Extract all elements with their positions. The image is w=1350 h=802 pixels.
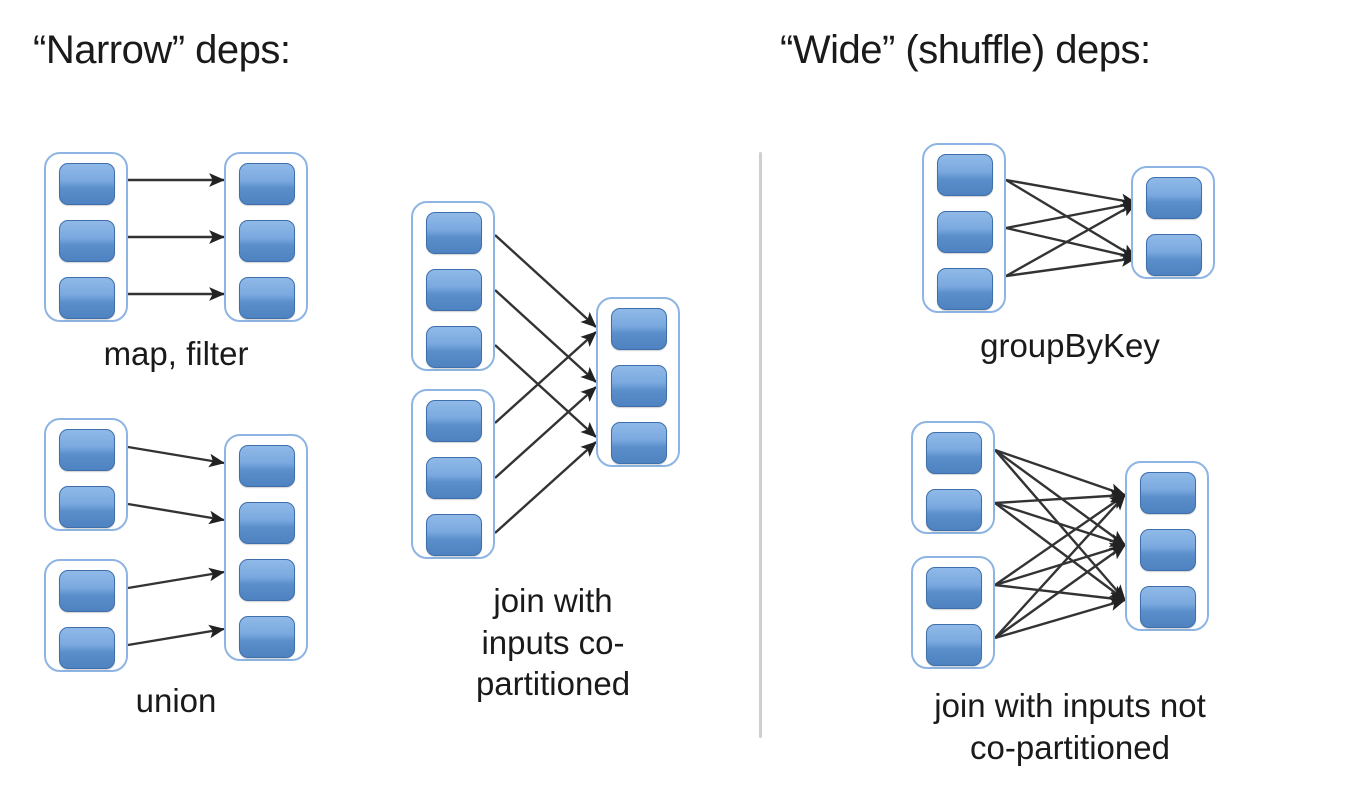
partition-block [239, 559, 295, 601]
partition-block [611, 308, 667, 350]
caption-map-filter: map, filter [103, 335, 249, 372]
partition-block [59, 627, 115, 669]
edges-join-not-co-partitioned [994, 448, 1126, 640]
partition-block [426, 326, 482, 368]
partition-block [1140, 529, 1196, 571]
partition-block [426, 514, 482, 556]
partition-block [1146, 234, 1202, 276]
partition-block [239, 163, 295, 205]
partition-container-target [224, 434, 308, 661]
partition-block [239, 502, 295, 544]
partition-block [611, 422, 667, 464]
edges-join-co-partitioned [494, 234, 597, 534]
caption-group-by-key: groupByKey [980, 327, 1160, 364]
partition-block [937, 268, 993, 310]
partition-block [926, 567, 982, 609]
partition-block [611, 365, 667, 407]
partition-block [59, 277, 115, 319]
heading-narrow-deps: “Narrow” deps: [33, 28, 291, 72]
partition-block [239, 220, 295, 262]
partition-block [937, 154, 993, 196]
partition-container-target [224, 152, 308, 322]
partition-block [1146, 177, 1202, 219]
partition-block [426, 212, 482, 254]
partition-container-source [44, 152, 128, 322]
partition-block [1140, 472, 1196, 514]
partition-container-source-b [44, 559, 128, 672]
partition-block [426, 400, 482, 442]
partition-block [59, 486, 115, 528]
caption-join-not-co-partitioned: join with inputs not co-partitioned [934, 687, 1206, 766]
caption-union: union [135, 682, 217, 719]
partition-block [1140, 586, 1196, 628]
partition-block [926, 624, 982, 666]
partition-container-source-a [411, 201, 495, 371]
section-divider [759, 152, 762, 738]
partition-block [426, 457, 482, 499]
partition-block [239, 616, 295, 658]
heading-wide-deps: “Wide” (shuffle) deps: [780, 28, 1151, 72]
edges-map-filter [128, 173, 225, 301]
partition-block [59, 220, 115, 262]
partition-container-source-b [911, 556, 995, 669]
partition-container-target [1131, 166, 1215, 279]
partition-block [59, 570, 115, 612]
partition-block [239, 277, 295, 319]
partition-container-target [1125, 461, 1209, 631]
partition-block [239, 445, 295, 487]
partition-block [937, 211, 993, 253]
partition-container-source-a [44, 418, 128, 531]
caption-join-co-partitioned: join with inputs co- partitioned [475, 582, 631, 703]
partition-container-source-a [911, 421, 995, 534]
edges-union [127, 445, 225, 647]
partition-block [426, 269, 482, 311]
partition-container-source-b [411, 389, 495, 559]
partition-container-source [922, 143, 1006, 313]
partition-block [926, 432, 982, 474]
partition-block [926, 489, 982, 531]
partition-block [59, 163, 115, 205]
partition-container-target [596, 297, 680, 467]
edges-group-by-key [1005, 178, 1137, 278]
partition-block [59, 429, 115, 471]
